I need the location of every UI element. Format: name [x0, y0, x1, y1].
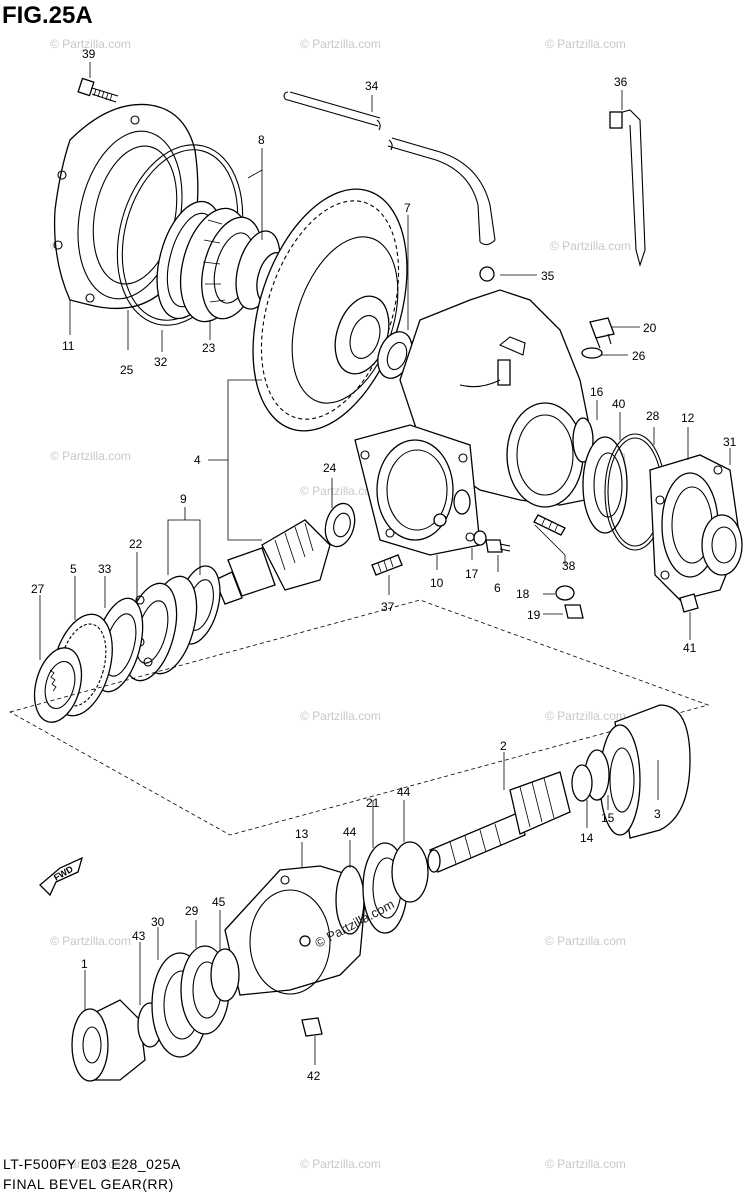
callout-6: 6 [494, 581, 501, 595]
caption-model: LT-F500FY E03 E28_025A [3, 1156, 181, 1172]
part-36-clip [609, 109, 646, 267]
part-1-boot [71, 999, 146, 1082]
part-17-washer [473, 530, 487, 546]
part-38-stud [533, 514, 566, 536]
watermark: © Partzilla.com [300, 37, 381, 51]
part-42-nut [301, 1017, 323, 1037]
callout-21: 21 [366, 796, 380, 810]
part-24-bearing [324, 502, 356, 548]
watermark: © Partzilla.com [50, 1157, 131, 1171]
part-6-bolt [485, 539, 511, 553]
part-18-washer [555, 585, 575, 601]
watermark: © Partzilla.com [50, 934, 131, 948]
watermark: © Partzilla.com [545, 934, 626, 948]
callout-45: 45 [212, 895, 226, 909]
callout-15: 15 [601, 811, 615, 825]
group-outline [8, 599, 710, 836]
callout-44b: 44 [397, 785, 411, 799]
callout-17: 17 [465, 567, 479, 581]
callout-39: 39 [82, 47, 96, 61]
callout-25: 25 [120, 363, 134, 377]
fwd-arrow-icon: FWD [39, 856, 84, 897]
callout-41: 41 [683, 641, 697, 655]
callout-43: 43 [132, 929, 146, 943]
watermark: © Partzilla.com [545, 709, 626, 723]
callout-labels: 39 34 36 8 7 35 20 26 11 25 32 23 16 40 … [31, 47, 737, 1083]
part-26-washer [581, 347, 603, 359]
callout-38: 38 [562, 559, 576, 573]
callout-13: 13 [295, 827, 309, 841]
callout-8: 8 [258, 133, 265, 147]
watermark: © Partzilla.com [545, 1157, 626, 1171]
leader-lines [39, 62, 731, 1065]
callout-7: 7 [404, 201, 411, 215]
callout-44: 44 [343, 825, 357, 839]
watermark: © Partzilla.com [50, 449, 131, 463]
part-31-seal [701, 514, 743, 576]
callout-23: 23 [202, 341, 216, 355]
part-2-shaft [427, 771, 571, 873]
callout-40: 40 [612, 397, 626, 411]
figure-title: FIG.25A [2, 2, 93, 29]
callout-10: 10 [430, 576, 444, 590]
callout-33: 33 [98, 562, 112, 576]
part-14-nut [571, 764, 593, 802]
part-41-bolt [679, 593, 699, 613]
part-13-housing [224, 865, 366, 996]
watermark: © Partzilla.com [300, 484, 381, 498]
watermark: © Partzilla.com [50, 37, 131, 51]
callout-36: 36 [614, 75, 628, 89]
callout-14: 14 [580, 831, 594, 845]
watermark: © Partzilla.com [300, 709, 381, 723]
part-35-ring [479, 266, 495, 282]
callout-31: 31 [723, 435, 737, 449]
callout-19: 19 [527, 608, 541, 622]
callout-9: 9 [180, 492, 187, 506]
part-4-pinion [214, 519, 331, 605]
part-16-seal [572, 417, 594, 463]
callout-27: 27 [31, 582, 45, 596]
part-4-ring-gear [252, 188, 408, 432]
watermark: © Partzilla.com [545, 37, 626, 51]
callout-4: 4 [194, 453, 201, 467]
part-39-bolt [77, 77, 119, 103]
callout-37: 37 [381, 600, 395, 614]
callout-29: 29 [185, 904, 199, 918]
callout-2: 2 [500, 739, 507, 753]
part-45-seal [210, 948, 240, 1002]
callout-24: 24 [323, 461, 337, 475]
part-27-seal [33, 647, 83, 723]
watermark: © Partzilla.com [550, 239, 631, 253]
callout-1: 1 [81, 957, 88, 971]
part-10-flange [354, 424, 481, 556]
part-37-stud [371, 554, 403, 576]
callout-26: 26 [632, 349, 646, 363]
callout-16: 16 [590, 385, 604, 399]
callout-20: 20 [643, 321, 657, 335]
callout-11: 11 [62, 339, 75, 353]
callout-28: 28 [646, 409, 660, 423]
callout-35: 35 [541, 269, 555, 283]
callout-32: 32 [154, 355, 168, 369]
callout-42: 42 [307, 1069, 321, 1083]
callout-12: 12 [681, 411, 695, 425]
part-20-plug [589, 317, 615, 349]
callout-5: 5 [70, 562, 77, 576]
part-19-plug [564, 604, 584, 619]
callout-30: 30 [151, 915, 165, 929]
part-21-bearing [362, 841, 429, 934]
caption-name: FINAL BEVEL GEAR(RR) [3, 1176, 174, 1192]
callout-3: 3 [654, 807, 661, 821]
part-3-joint [599, 704, 691, 839]
watermark: © Partzilla.com [300, 1157, 381, 1171]
callout-18: 18 [516, 587, 530, 601]
callout-22: 22 [129, 537, 143, 551]
callout-34: 34 [365, 79, 379, 93]
part-34-hose [283, 91, 496, 246]
